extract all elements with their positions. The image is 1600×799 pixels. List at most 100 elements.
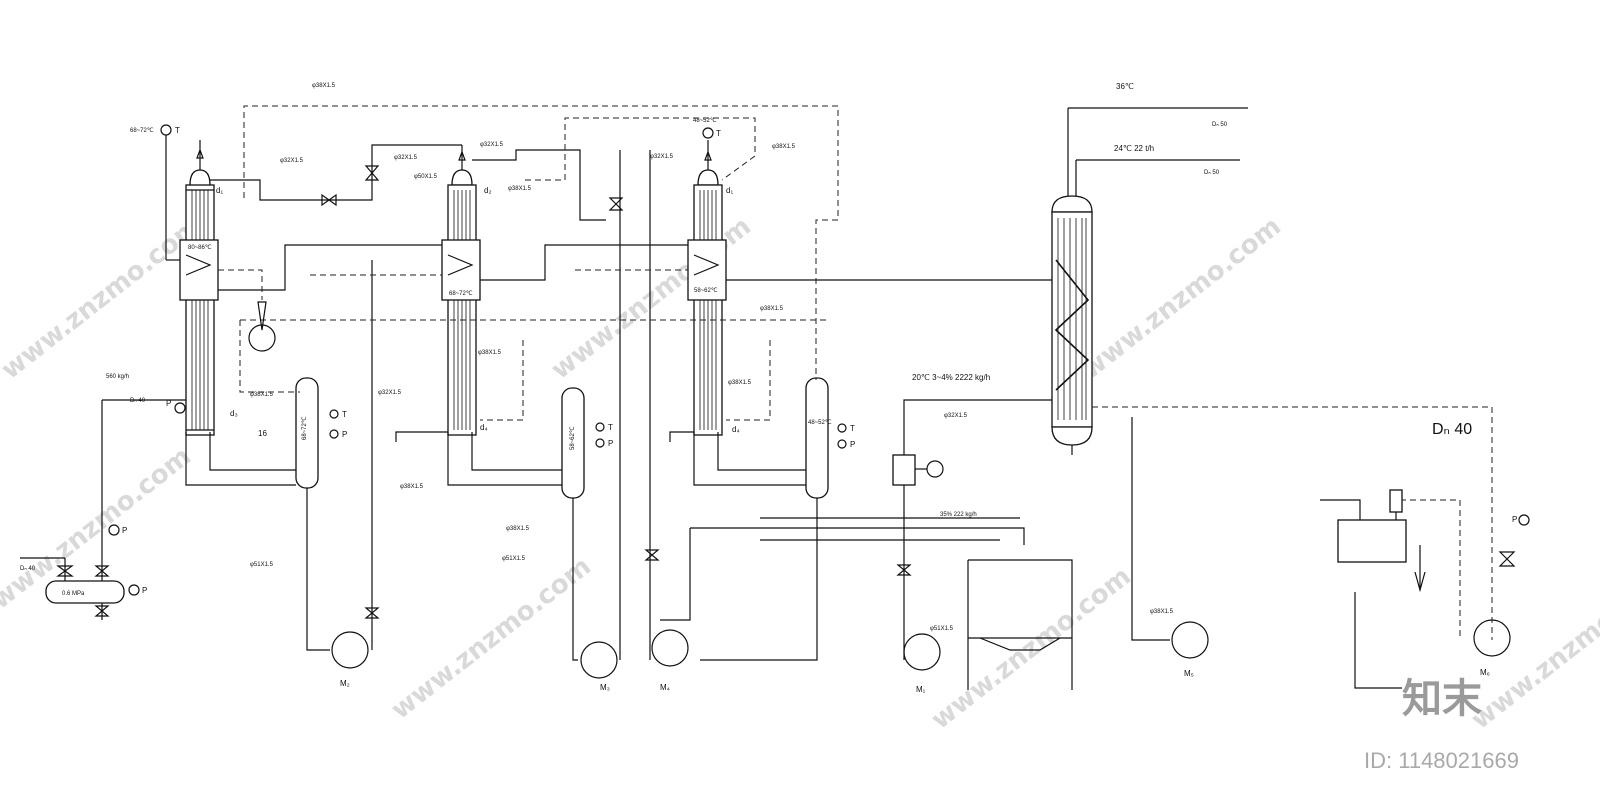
instrument-label: P <box>608 439 613 448</box>
evaporator-1: 80~86℃ T 68~72℃ d₁ d₃ 16 <box>130 124 267 438</box>
pressure-gauge-icon <box>128 584 140 596</box>
dn-label: Dₙ 50 <box>1204 170 1220 176</box>
pipe-size-label: φ51X1.5 <box>250 562 274 568</box>
brand-logo: 知末 <box>1402 676 1482 722</box>
vacuum-tank: P <box>1320 489 1530 689</box>
pipe-size-label: φ38X1.5 <box>400 484 424 490</box>
pump-label: M₆ <box>1480 668 1490 677</box>
pipe-size-label: φ38X1.5 <box>772 144 796 150</box>
top-temp-label: 68~72℃ <box>130 128 154 134</box>
nozzle-label: d₄ <box>480 423 488 432</box>
pipe-size-label: φ38X1.5 <box>760 306 784 312</box>
pump-label: M₂ <box>340 679 350 688</box>
condenser: 36℃ 24℃ 22 t/h Dₙ 50 Dₙ 50 <box>1051 82 1248 455</box>
pressure-gauge-icon <box>108 524 120 536</box>
separator-temp-label: 58~62℃ <box>570 426 576 450</box>
instrument-label: T <box>608 423 613 432</box>
separator-2: 58~62℃ T P <box>561 387 613 499</box>
pump-m1: M₁ <box>903 633 941 694</box>
instrument-label: P <box>142 586 147 595</box>
pump-label: M₃ <box>600 683 610 692</box>
valve-icon <box>56 565 74 577</box>
process-lines <box>185 144 1170 690</box>
instrument-label: T <box>716 129 721 138</box>
nozzle-label: d₁ <box>726 186 733 195</box>
pump-label: M₅ <box>1184 669 1194 678</box>
thermometer-icon <box>595 422 605 432</box>
pipe-labels: φ38X1.5 φ32X1.5 φ32X1.5 φ32X1.5 φ50X1.5 … <box>250 83 1472 632</box>
pipe-size-label: φ32X1.5 <box>650 154 674 160</box>
heater-temp-label: 80~86℃ <box>188 245 212 251</box>
instrument-label: P <box>342 430 347 439</box>
steam-supply: 0.6 MPa Dₙ 40 560 kg/h Dₙ 40 P P P <box>20 374 186 620</box>
dn-label: Dₙ 40 <box>130 398 146 404</box>
pressure-gauge-icon <box>329 429 339 439</box>
separator-temp-label: 48~52℃ <box>808 420 832 426</box>
thermometer-icon <box>329 409 339 419</box>
pipe-size-label: φ38X1.5 <box>478 350 502 356</box>
valve-icon <box>896 564 912 576</box>
pipe-size-label: φ32X1.5 <box>944 413 968 419</box>
separator-3: 48~52℃ T P <box>805 377 855 499</box>
pipe-size-label: φ32X1.5 <box>394 155 418 161</box>
dn-label: Dₙ 50 <box>1212 122 1228 128</box>
product-label: 35% 222 kg/h <box>940 512 977 518</box>
pipe-size-label: φ38X1.5 <box>312 83 336 89</box>
flow-meter <box>892 454 944 486</box>
valve-icon <box>608 197 624 211</box>
brand-watermark: 知末 ID: 1148021669 <box>1364 676 1519 773</box>
instrument-label: T <box>342 410 347 419</box>
pressure-label: 0.6 MPa <box>62 591 85 597</box>
pump-m4: M₄ <box>651 629 689 692</box>
nozzle-label: d₂ <box>484 186 492 195</box>
pipe-size-label: φ32X1.5 <box>378 390 402 396</box>
sixteen-label: 16 <box>258 429 267 438</box>
valve-icon <box>364 607 380 619</box>
cooling-water-label: 24℃ 22 t/h <box>1114 144 1154 153</box>
pressure-gauge-icon <box>174 402 186 414</box>
nozzle-label: d₁ <box>216 186 223 195</box>
evaporator-2: 68~72℃ d₂ d₄ <box>441 145 492 436</box>
pipe-size-label: φ38X1.5 <box>1150 609 1174 615</box>
watermark-text: www.znzmo.com <box>1466 562 1600 736</box>
heater-temp-label: 68~72℃ <box>449 291 473 297</box>
thermometer-icon <box>837 423 847 433</box>
pipe-size-label: φ38X1.5 <box>506 526 530 532</box>
pump-m5: M₅ <box>1171 621 1209 678</box>
pressure-gauge-icon <box>1518 514 1530 526</box>
valves <box>56 165 1516 619</box>
watermark-text: www.znzmo.com <box>1076 212 1287 386</box>
dn-label: Dₙ 40 <box>20 566 36 572</box>
thermometer-icon <box>702 127 714 139</box>
instrument-label: T <box>850 424 855 433</box>
pump-label: M₁ <box>916 685 926 694</box>
instrument-label: P <box>122 526 127 535</box>
heater-temp-label: 58~62℃ <box>694 288 718 294</box>
id-label: ID: 1148021669 <box>1364 748 1519 773</box>
instrument-label: P <box>850 440 855 449</box>
nozzle-label: d₃ <box>230 409 238 418</box>
instrument-label: P <box>166 399 171 408</box>
watermark-text: www.znzmo.com <box>0 212 207 386</box>
pump-label: M₄ <box>660 683 670 692</box>
pipe-size-label: φ38X1.5 <box>250 392 274 398</box>
separator-temp-label: 68~72℃ <box>302 416 308 440</box>
thermometer-icon <box>160 124 172 136</box>
eductor <box>248 301 276 352</box>
pumps: M₂ M₃ M₄ M₁ M₅ M₆ <box>331 619 1511 694</box>
valve-icon <box>644 549 660 561</box>
instrument-label: T <box>175 126 180 135</box>
vent-lines <box>218 105 1493 640</box>
pipe-size-label: φ51X1.5 <box>502 556 526 562</box>
feed-label: 20℃ 3~4% 2222 kg/h <box>912 373 990 382</box>
flow-label: 560 kg/h <box>106 374 129 380</box>
top-temp-label: 48~52℃ <box>693 118 717 124</box>
pressure-gauge-icon <box>595 438 605 448</box>
nozzle-label: d₄ <box>732 425 740 434</box>
valve-icon <box>364 165 380 181</box>
pump-m2: M₂ <box>331 631 369 688</box>
evaporator-3: T 48~52℃ 58~62℃ d₁ d₄ <box>687 118 740 436</box>
pressure-gauge-icon <box>837 439 847 449</box>
dn-label: Dₙ 40 <box>1432 421 1472 438</box>
valve-icon <box>321 193 337 207</box>
